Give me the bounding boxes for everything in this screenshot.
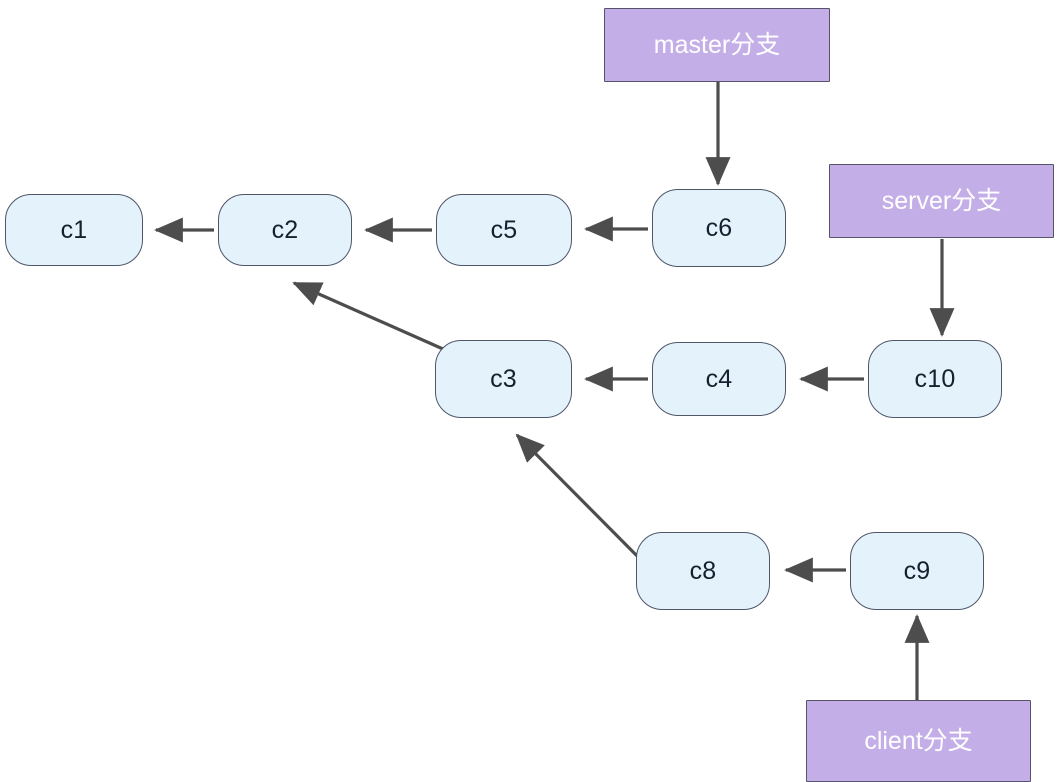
edge-c3-to-c2 [292, 281, 453, 355]
commit-node-label: c6 [705, 213, 733, 242]
edges [154, 82, 955, 700]
commit-node-label: c10 [914, 364, 956, 393]
commit-node-c2[interactable]: c2 [218, 194, 352, 266]
commit-node-label: c9 [903, 556, 931, 585]
commit-node-c4[interactable]: c4 [652, 342, 786, 416]
commit-node-c6[interactable]: c6 [652, 189, 786, 267]
commit-node-c5[interactable]: c5 [436, 194, 572, 266]
commit-node-c3[interactable]: c3 [435, 340, 572, 418]
branch-label-client[interactable]: client分支 [806, 700, 1031, 782]
commit-node-label: c1 [60, 215, 88, 244]
commit-node-label: c8 [689, 556, 717, 585]
commit-node-c1[interactable]: c1 [5, 194, 143, 266]
commit-node-label: c5 [490, 215, 518, 244]
commit-node-label: c4 [705, 364, 733, 393]
branch-label-text: server分支 [881, 186, 1002, 215]
commit-node-label: c3 [490, 364, 517, 393]
branch-label-server[interactable]: server分支 [829, 164, 1054, 238]
branch-label-text: master分支 [653, 30, 781, 59]
commit-node-c8[interactable]: c8 [636, 532, 770, 610]
branch-label-text: client分支 [864, 726, 973, 755]
commit-node-c9[interactable]: c9 [850, 532, 984, 610]
commit-node-label: c2 [271, 215, 299, 244]
branch-label-master[interactable]: master分支 [604, 8, 830, 82]
edge-c8-to-c3 [515, 433, 653, 572]
commit-node-c10[interactable]: c10 [868, 340, 1002, 418]
